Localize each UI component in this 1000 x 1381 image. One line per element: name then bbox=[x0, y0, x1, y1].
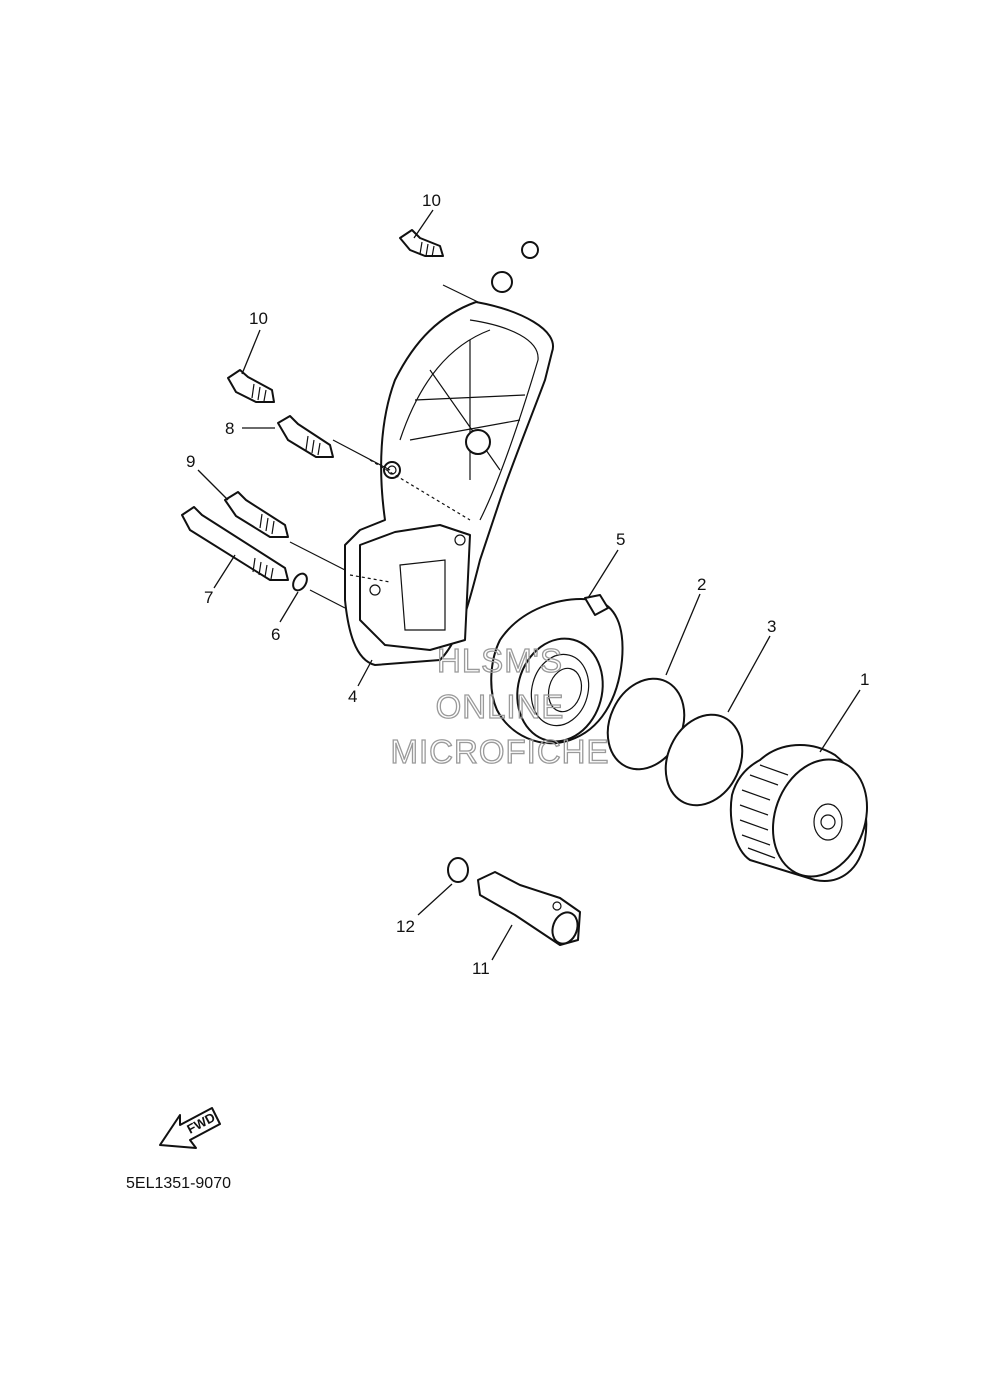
callout-10-left: 10 bbox=[249, 309, 268, 328]
o-ring-part-12 bbox=[447, 857, 469, 883]
watermark-line-2: ONLINE bbox=[436, 688, 565, 725]
callout-2: 2 bbox=[697, 575, 706, 594]
callout-5: 5 bbox=[616, 530, 625, 549]
callout-12: 12 bbox=[396, 917, 415, 936]
bolt-part-9 bbox=[224, 491, 346, 571]
callout-9: 9 bbox=[186, 452, 195, 471]
o-ring-part-3 bbox=[664, 713, 744, 807]
callout-10-top: 10 bbox=[422, 191, 441, 210]
callout-11: 11 bbox=[472, 959, 490, 978]
callout-1: 1 bbox=[860, 670, 869, 689]
bolt-part-10-top bbox=[399, 229, 479, 303]
o-ring-part-6 bbox=[292, 572, 346, 609]
watermark-line-1: HLSM'S bbox=[437, 642, 563, 679]
diagram-code: 5EL1351-9070 bbox=[126, 1175, 231, 1192]
oil-filter-part-1 bbox=[729, 744, 869, 882]
callout-6: 6 bbox=[271, 625, 280, 644]
callout-4: 4 bbox=[348, 687, 357, 706]
callout-3: 3 bbox=[767, 617, 776, 636]
callout-7: 7 bbox=[204, 588, 213, 607]
fwd-arrow-icon: FWD bbox=[159, 1107, 221, 1149]
leader-lines bbox=[197, 209, 861, 961]
callout-8: 8 bbox=[225, 419, 234, 438]
bolt-part-8 bbox=[277, 415, 391, 471]
watermark: HLSM'S ONLINE MICROFICHE bbox=[390, 641, 610, 770]
cover-housing-part-4 bbox=[344, 241, 555, 666]
relief-valve-part-11 bbox=[477, 871, 581, 946]
watermark-line-3: MICROFICHE bbox=[391, 733, 610, 770]
filter-cover-part-5 bbox=[490, 594, 624, 745]
bolt-part-10-left bbox=[227, 369, 275, 403]
bolt-part-7 bbox=[181, 506, 289, 581]
